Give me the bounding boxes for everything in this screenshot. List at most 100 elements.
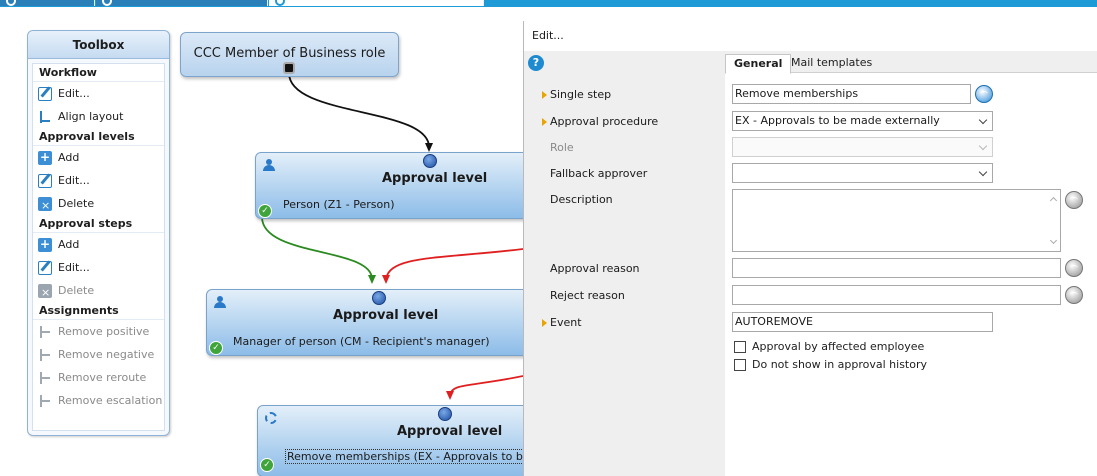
- user-icon: [263, 159, 277, 171]
- check-icon: ✓: [258, 204, 272, 218]
- event-label-text: Event: [550, 316, 582, 329]
- level-delete-button[interactable]: Delete: [33, 192, 164, 217]
- step-delete-label: Delete: [58, 284, 95, 297]
- assignment-icon: [38, 348, 52, 362]
- level-input-port[interactable]: [438, 407, 452, 421]
- remove-escalation-button[interactable]: Remove escalation: [33, 389, 164, 412]
- fallback-approver-select[interactable]: [732, 163, 993, 183]
- assignment-icon: [38, 325, 52, 339]
- level-input-port[interactable]: [372, 291, 386, 305]
- tab-icon: [275, 0, 285, 6]
- level-title: Approval level: [382, 171, 488, 186]
- edit-icon: [38, 173, 52, 188]
- single-step-input[interactable]: Remove memberships: [732, 84, 971, 104]
- level-step[interactable]: Manager of person (CM - Recipient's mana…: [233, 335, 490, 348]
- required-marker-icon: [542, 91, 547, 99]
- event-input[interactable]: AUTOREMOVE: [732, 312, 993, 332]
- toolbox-section-assignments: Assignments: [33, 302, 164, 320]
- fallback-approver-label: Fallback approver: [550, 167, 648, 180]
- approval-procedure-select[interactable]: EX - Approvals to be made externally: [732, 111, 993, 131]
- help-icon[interactable]: ?: [528, 55, 544, 71]
- level-add-button[interactable]: Add: [33, 146, 164, 169]
- checkbox-box[interactable]: [734, 358, 746, 371]
- edit-icon: [38, 86, 52, 101]
- tab-mail-templates[interactable]: Mail templates: [791, 56, 873, 69]
- workflow-canvas[interactable]: Toolbox Workflow Edit... Align layout Ap…: [0, 7, 523, 476]
- remove-negative-label: Remove negative: [58, 348, 155, 361]
- role-select[interactable]: [732, 137, 993, 157]
- single-step-label-text: Single step: [550, 88, 612, 101]
- translate-icon[interactable]: [1065, 191, 1083, 209]
- remove-negative-button[interactable]: Remove negative: [33, 343, 164, 366]
- reject-reason-label: Reject reason: [550, 289, 625, 302]
- checkbox-box[interactable]: [734, 340, 746, 353]
- toolbox-title: Toolbox: [28, 31, 169, 59]
- remove-escalation-label: Remove escalation: [58, 394, 163, 407]
- level-delete-label: Delete: [58, 197, 95, 210]
- delete-icon: [38, 281, 52, 304]
- step-delete-button[interactable]: Delete: [33, 279, 164, 304]
- description-textarea[interactable]: [732, 189, 1061, 252]
- level-input-port[interactable]: [423, 154, 437, 168]
- remove-positive-button[interactable]: Remove positive: [33, 320, 164, 343]
- dialog-tabs: General Mail templates: [725, 51, 1097, 74]
- start-node-port[interactable]: [283, 62, 295, 74]
- approval-reason-input[interactable]: [732, 258, 1061, 278]
- delete-icon: [38, 194, 52, 217]
- approval-by-affected-label: Approval by affected employee: [752, 340, 925, 353]
- align-icon: [38, 110, 52, 124]
- align-layout-label: Align layout: [58, 110, 124, 123]
- gear-icon: [265, 412, 277, 424]
- chevron-down-icon: [978, 141, 988, 151]
- translate-icon[interactable]: [975, 85, 993, 103]
- tab-icon: [6, 0, 16, 6]
- approval-level-3[interactable]: Approval level Remove memberships (EX - …: [257, 405, 523, 476]
- required-marker-icon: [542, 319, 547, 327]
- event-label: Event: [542, 316, 582, 329]
- document-tab-active[interactable]: [269, 0, 484, 6]
- chevron-down-icon: [978, 167, 988, 177]
- step-edit-label: Edit...: [58, 261, 90, 274]
- scroll-down-icon[interactable]: [1049, 236, 1058, 245]
- reject-reason-input[interactable]: [732, 285, 1061, 305]
- approval-procedure-label: Approval procedure: [542, 115, 658, 128]
- workflow-edit-button[interactable]: Edit...: [33, 82, 164, 105]
- document-tab-2[interactable]: [96, 0, 268, 6]
- do-not-show-history-label: Do not show in approval history: [752, 358, 928, 371]
- translate-icon[interactable]: [1065, 286, 1083, 304]
- toolbox-panel: Toolbox Workflow Edit... Align layout Ap…: [27, 30, 170, 436]
- approval-procedure-value: EX - Approvals to be made externally: [735, 114, 940, 127]
- align-layout-button[interactable]: Align layout: [33, 105, 164, 128]
- remove-positive-label: Remove positive: [58, 325, 150, 338]
- document-tab-strip: [0, 0, 1097, 7]
- translate-icon[interactable]: [1065, 259, 1083, 277]
- remove-reroute-label: Remove reroute: [58, 371, 147, 384]
- toolbox-body: Workflow Edit... Align layout Approval l…: [32, 63, 165, 431]
- role-label: Role: [550, 141, 574, 154]
- do-not-show-history-checkbox[interactable]: Do not show in approval history: [734, 358, 927, 371]
- step-add-button[interactable]: Add: [33, 233, 164, 256]
- dialog-label-column: [524, 51, 725, 476]
- approval-by-affected-checkbox[interactable]: Approval by affected employee: [734, 340, 924, 353]
- remove-reroute-button[interactable]: Remove reroute: [33, 366, 164, 389]
- tab-general[interactable]: General: [725, 54, 792, 74]
- approval-level-2[interactable]: Approval level Manager of person (CM - R…: [206, 289, 523, 356]
- workflow-edit-label: Edit...: [58, 87, 90, 100]
- assignment-icon: [38, 394, 52, 408]
- description-label: Description: [550, 193, 613, 206]
- document-tab-1[interactable]: [0, 0, 95, 6]
- scroll-up-icon[interactable]: [1049, 196, 1058, 205]
- edge-to-level3-negative: [449, 375, 523, 396]
- edit-icon: [38, 260, 52, 275]
- approval-level-1[interactable]: Approval level Person (Z1 - Person) ✓: [255, 152, 523, 219]
- edge-start-to-level1: [288, 72, 430, 148]
- level-add-label: Add: [58, 151, 80, 164]
- step-edit-button[interactable]: Edit...: [33, 256, 164, 279]
- level-step-selected[interactable]: Remove memberships (EX - Approvals to be…: [285, 449, 523, 464]
- level-edit-label: Edit...: [58, 174, 90, 187]
- level-step[interactable]: Person (Z1 - Person): [283, 198, 395, 211]
- chevron-down-icon: [978, 115, 988, 125]
- level-edit-button[interactable]: Edit...: [33, 169, 164, 192]
- add-icon: [38, 233, 52, 256]
- dialog-title: Edit...: [532, 29, 564, 42]
